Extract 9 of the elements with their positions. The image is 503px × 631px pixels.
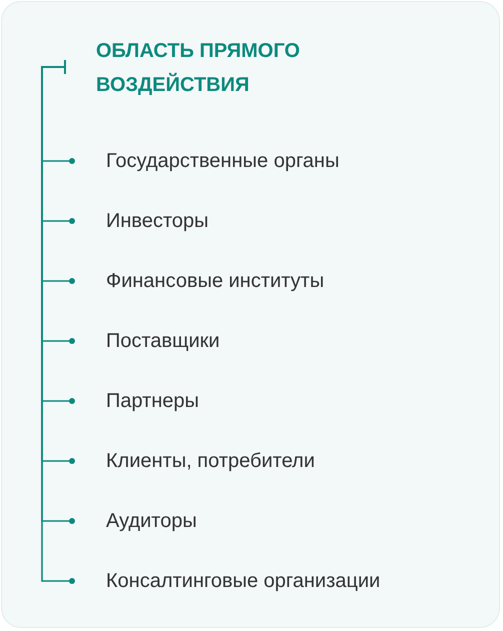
list-item: Аудиторы (72, 505, 492, 537)
list-item: Государственные органы (72, 145, 492, 177)
list-item: Консалтинговые организации (72, 565, 492, 597)
list-item: Инвесторы (72, 205, 492, 237)
list-item: Партнеры (72, 385, 492, 417)
list-item: Клиенты, потребители (72, 445, 492, 477)
list-item: Поставщики (72, 325, 492, 357)
heading: ОБЛАСТЬ ПРЯМОГО ВОЗДЕЙСТВИЯ (65, 34, 365, 102)
list-item: Финансовые институты (72, 265, 492, 297)
